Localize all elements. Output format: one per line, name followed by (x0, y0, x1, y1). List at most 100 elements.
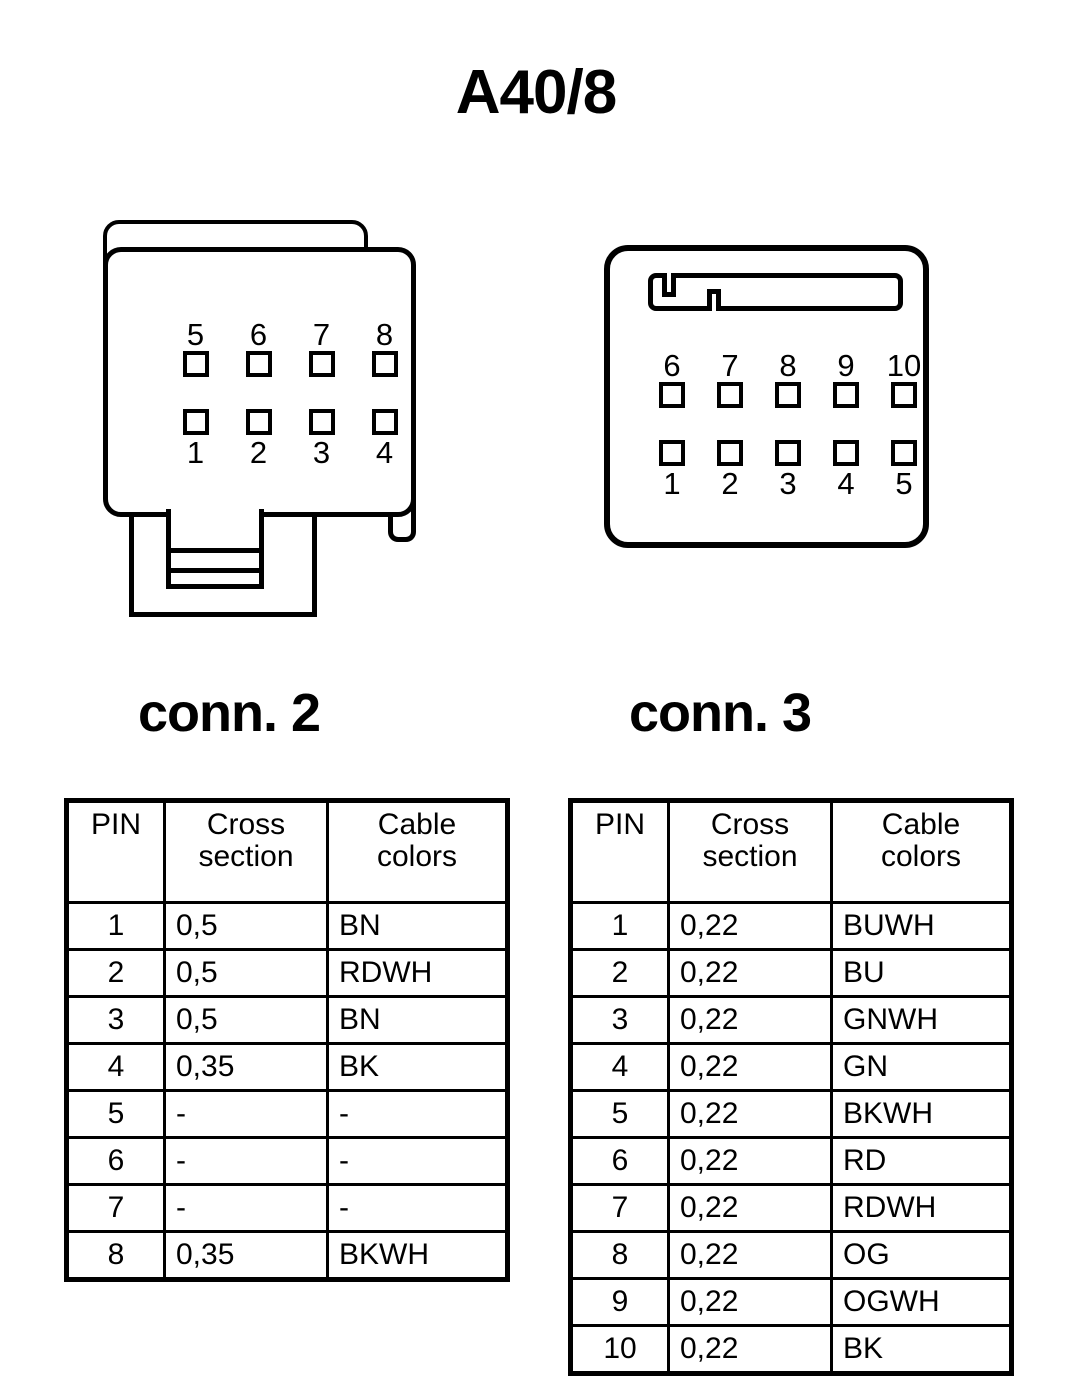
table-row: 4 0,22 GN (569, 1042, 1013, 1092)
table-row: 4 0,35 BK (65, 1042, 509, 1092)
cell-pin: 10 (569, 1324, 670, 1375)
cell-cross-section: - (163, 1089, 329, 1139)
pin-socket-8 (775, 382, 801, 408)
cell-pin: 6 (569, 1136, 670, 1186)
cell-cable-colors: OG (830, 1230, 1013, 1280)
pin-socket-7 (308, 351, 335, 377)
cell-pin: 3 (569, 995, 670, 1045)
connector-2-caption: conn. 2 (138, 683, 321, 743)
table-row: 7 - - (65, 1183, 509, 1233)
table-row: 6 0,22 RD (569, 1136, 1013, 1186)
cell-cable-colors: BU (830, 948, 1013, 998)
cell-cable-colors: RDWH (830, 1183, 1013, 1233)
cell-cross-section: 0,22 (667, 1230, 833, 1280)
cell-cable-colors: GNWH (830, 995, 1013, 1045)
pin-socket-2 (717, 440, 743, 466)
cell-cross-section: 0,22 (667, 1183, 833, 1233)
column-header-cross-line1: Cross (206, 808, 286, 841)
pin-column: 6 1 (643, 348, 701, 500)
table-row: 2 0,5 RDWH (65, 948, 509, 998)
cell-cable-colors: RDWH (326, 948, 509, 998)
table-body: 1 0,22 BUWH 2 0,22 BU 3 0,22 GNWH 4 0,22… (569, 901, 1013, 1375)
pin-number-bottom: 2 (249, 434, 268, 470)
pin-number-top: 7 (721, 347, 739, 383)
pin-number-bottom: 1 (663, 465, 681, 501)
pin-column: 7 3 (290, 317, 353, 469)
table-row: 6 - - (65, 1136, 509, 1186)
cell-cross-section: 0,22 (667, 1042, 833, 1092)
cell-cross-section: 0,5 (163, 948, 329, 998)
cell-pin: 3 (65, 995, 166, 1045)
table-header: PIN Cross section Cable colors (569, 799, 1013, 904)
cell-pin: 4 (569, 1042, 670, 1092)
cell-pin: 2 (569, 948, 670, 998)
column-header-cross-line2: section (198, 840, 294, 874)
connector-2-drawing: 5 1 6 2 7 3 (95, 212, 435, 622)
connector-3-pin-grid: 6 1 7 2 8 3 (643, 348, 933, 500)
table-row: 9 0,22 OGWH (569, 1277, 1013, 1327)
connector-3-notch-top (662, 273, 676, 297)
connector-3-drawing: 6 1 7 2 8 3 (604, 245, 934, 550)
cell-cross-section: - (163, 1183, 329, 1233)
table-row: 3 0,5 BN (65, 995, 509, 1045)
pin-number-top: 6 (249, 316, 268, 352)
cell-cross-section: 0,5 (163, 901, 329, 951)
pin-column: 9 4 (817, 348, 875, 500)
table-row: 3 0,22 GNWH (569, 995, 1013, 1045)
pin-socket-9 (833, 382, 859, 408)
cell-cross-section: 0,22 (667, 1277, 833, 1327)
pin-number-bottom: 1 (186, 434, 205, 470)
cell-pin: 4 (65, 1042, 166, 1092)
pin-socket-6 (245, 351, 272, 377)
pin-socket-1 (659, 440, 685, 466)
pin-socket-1 (182, 409, 209, 435)
cell-cross-section: 0,22 (667, 1136, 833, 1186)
column-header-color-line2: colors (880, 840, 962, 874)
pin-socket-3 (775, 440, 801, 466)
pin-column: 10 5 (875, 348, 933, 500)
cell-cable-colors: BN (326, 995, 509, 1045)
column-header-color-line1: Cable (377, 808, 457, 841)
table-row: 8 0,35 BKWH (65, 1230, 509, 1281)
column-header-cable-colors: Cable colors (326, 799, 509, 904)
cell-cable-colors: BK (326, 1042, 509, 1092)
table-header: PIN Cross section Cable colors (65, 799, 509, 904)
cell-pin: 2 (65, 948, 166, 998)
cell-cross-section: 0,35 (163, 1230, 329, 1281)
connector-diagrams: 5 1 6 2 7 3 (0, 200, 1072, 630)
pin-socket-7 (717, 382, 743, 408)
cell-cross-section: 0,22 (667, 901, 833, 951)
pin-number-top: 9 (837, 347, 855, 383)
pin-number-bottom: 3 (779, 465, 797, 501)
pin-socket-4 (371, 409, 398, 435)
cell-cable-colors: - (326, 1183, 509, 1233)
table-row: 1 0,22 BUWH (569, 901, 1013, 951)
pin-socket-2 (245, 409, 272, 435)
cell-pin: 9 (569, 1277, 670, 1327)
cell-pin: 5 (569, 1089, 670, 1139)
cell-cable-colors: BN (326, 901, 509, 951)
cell-cable-colors: RD (830, 1136, 1013, 1186)
pin-number-top: 5 (186, 316, 205, 352)
column-header-color-line2: colors (376, 840, 458, 874)
cell-cable-colors: GN (830, 1042, 1013, 1092)
cell-cross-section: 0,22 (667, 1324, 833, 1375)
cell-cross-section: 0,35 (163, 1042, 329, 1092)
page-title: A40/8 (455, 58, 617, 127)
pin-number-bottom: 3 (312, 434, 331, 470)
cell-pin: 6 (65, 1136, 166, 1186)
pin-number-top: 6 (663, 347, 681, 383)
table-body: 1 0,5 BN 2 0,5 RDWH 3 0,5 BN 4 0,35 BK 5… (65, 901, 509, 1281)
connector-2-body: 5 1 6 2 7 3 (103, 247, 416, 517)
table-row: 10 0,22 BK (569, 1324, 1013, 1375)
cell-pin: 7 (569, 1183, 670, 1233)
connector-3-notch-bottom (707, 289, 721, 311)
cell-cross-section: - (163, 1136, 329, 1186)
cell-pin: 8 (569, 1230, 670, 1280)
column-header-pin: PIN (569, 799, 670, 904)
column-header-cross-section: Cross section (163, 799, 329, 904)
cell-pin: 1 (65, 901, 166, 951)
cell-cable-colors: BUWH (830, 901, 1013, 951)
pin-column: 8 3 (759, 348, 817, 500)
pin-socket-5 (891, 440, 917, 466)
